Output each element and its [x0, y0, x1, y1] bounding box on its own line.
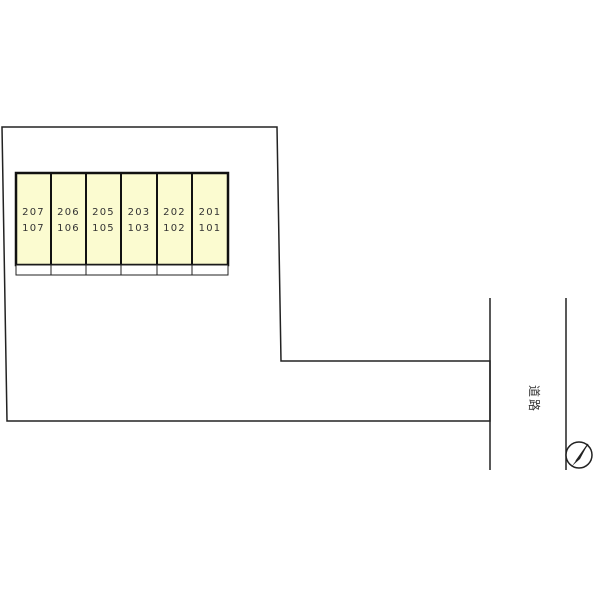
north-arrow-icon [565, 441, 593, 469]
balcony-strip [15, 264, 229, 276]
road-label-char: 道 [527, 385, 541, 397]
unit-label-lower: 107 [22, 223, 45, 234]
unit-label-lower: 103 [128, 223, 151, 234]
unit-label-upper: 203 [128, 207, 151, 218]
unit-label-lower: 101 [199, 223, 222, 234]
unit-label-lower: 102 [163, 223, 186, 234]
unit-label-upper: 207 [22, 207, 45, 218]
unit-label-upper: 201 [199, 207, 222, 218]
building: 207 107 206 106 205 105 203 103 202 102 … [14, 171, 230, 276]
road-label-char: 路 [527, 399, 542, 411]
road-label: 道 路 [527, 385, 542, 411]
unit-label-lower: 106 [57, 223, 80, 234]
unit-label-upper: 206 [57, 207, 80, 218]
unit-label-upper: 205 [92, 207, 115, 218]
unit-label-upper: 202 [163, 207, 186, 218]
unit-label-lower: 105 [92, 223, 115, 234]
